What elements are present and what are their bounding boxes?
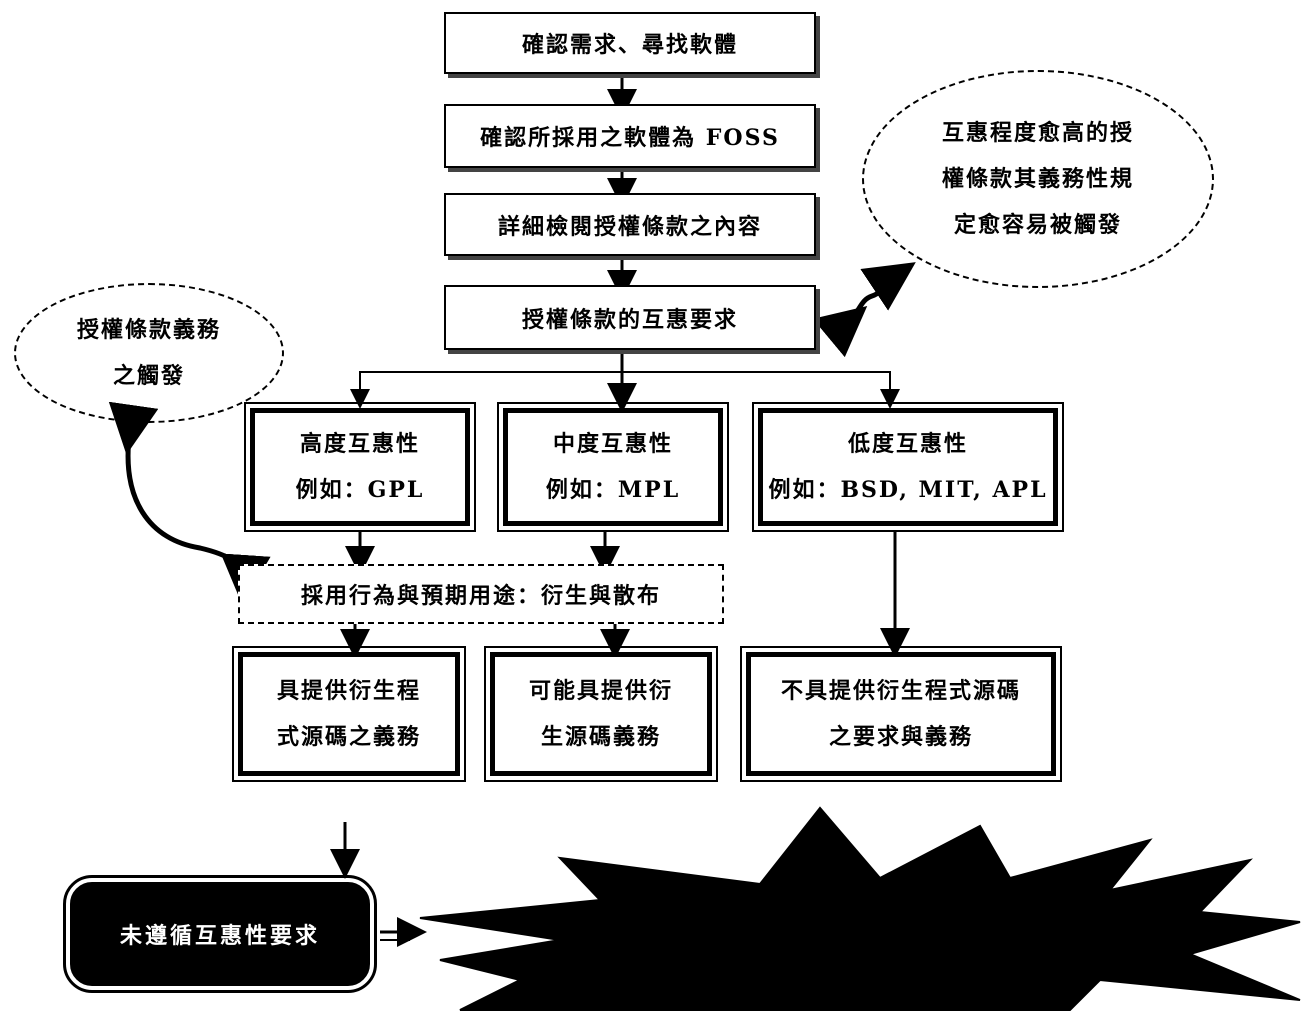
noncompliance-box: 未遵循互惠性要求 (63, 875, 377, 993)
step-confirm-foss-label: 確認所採用之軟體為 FOSS (480, 125, 780, 151)
level-medium-example: 例如：MPL (545, 477, 681, 503)
higher-reciprocity-line-3: 定愈容易被觸發 (953, 212, 1122, 238)
trigger-callout: 授權條款義務 之觸發 (14, 283, 284, 423)
obligation-none-line-2: 之要求與義務 (828, 724, 973, 750)
level-high: 高度互惠性 例如：GPL (244, 402, 476, 532)
obligation-provide-line-1: 具提供衍生程 (276, 678, 421, 704)
level-low-example: 例如：BSD, MIT, APL (768, 477, 1048, 503)
usage-box: 採用行為與預期用途：衍生與散布 (238, 564, 724, 624)
obligation-maybe-line-1: 可能具提供衍 (528, 678, 673, 704)
step-confirm-need-label: 確認需求、尋找軟體 (521, 32, 738, 58)
usage-label: 採用行為與預期用途：衍生與散布 (300, 583, 661, 609)
obligation-none: 不具提供衍生程式源碼 之要求與義務 (740, 646, 1062, 782)
level-high-example: 例如：GPL (295, 477, 425, 503)
step-review-terms-label: 詳細檢閱授權條款之內容 (497, 213, 762, 240)
obligation-maybe: 可能具提供衍 生源碼義務 (484, 646, 718, 782)
branch-bar (359, 371, 891, 398)
noncompliance-label: 未遵循互惠性要求 (119, 923, 320, 949)
level-low-title: 低度互惠性 (847, 431, 968, 457)
higher-reciprocity-line-1: 互惠程度愈高的授 (941, 120, 1134, 146)
trigger-callout-line-2: 之觸發 (112, 363, 185, 389)
obligation-none-line-1: 不具提供衍生程式源碼 (780, 678, 1021, 704)
step-confirm-need: 確認需求、尋找軟體 (444, 12, 816, 74)
higher-reciprocity-callout: 互惠程度愈高的授 權條款其義務性規 定愈容易被觸發 (862, 70, 1214, 288)
step-reciprocity-requirement: 授權條款的互惠要求 (444, 285, 816, 350)
obligation-maybe-line-2: 生源碼義務 (540, 724, 661, 750)
trigger-callout-line-1: 授權條款義務 (76, 317, 221, 343)
step-confirm-foss: 確認所採用之軟體為 FOSS (444, 104, 816, 168)
obligation-provide-line-2: 式源碼之義務 (276, 724, 421, 750)
higher-reciprocity-line-2: 權條款其義務性規 (941, 166, 1134, 192)
level-low: 低度互惠性 例如：BSD, MIT, APL (752, 402, 1064, 532)
curved-arrow-trigger (108, 401, 271, 605)
level-medium: 中度互惠性 例如：MPL (497, 402, 729, 532)
level-medium-title: 中度互惠性 (552, 431, 673, 457)
step-reciprocity-requirement-label: 授權條款的互惠要求 (521, 306, 738, 333)
step-review-terms: 詳細檢閱授權條款之內容 (444, 193, 816, 256)
level-high-title: 高度互惠性 (299, 431, 420, 457)
squiggle-arrow-oval (812, 262, 916, 358)
warning-burst (419, 806, 1301, 1011)
obligation-provide: 具提供衍生程 式源碼之義務 (232, 646, 466, 782)
